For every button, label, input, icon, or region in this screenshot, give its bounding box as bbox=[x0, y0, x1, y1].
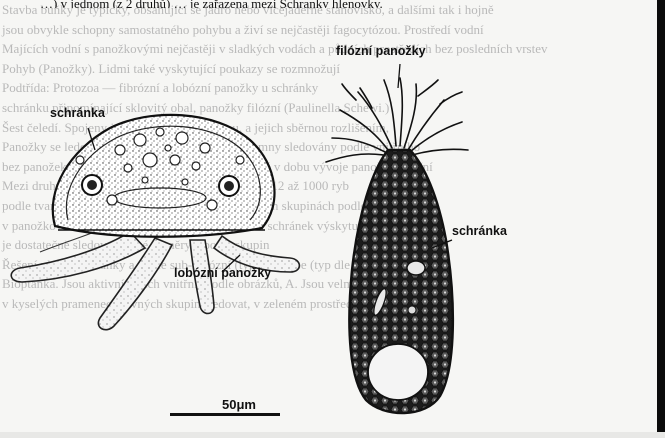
scale-label: 50μm bbox=[222, 397, 256, 412]
scan-bottom-edge bbox=[0, 432, 665, 438]
shell-label-left: schránka bbox=[50, 106, 105, 120]
filose-pseudopodia-label: filózní panožky bbox=[336, 44, 426, 58]
scale-bar bbox=[170, 413, 280, 416]
lobose-pseudopodia-label: lobózní panožky bbox=[174, 266, 271, 280]
right-shell bbox=[349, 150, 453, 413]
scan-right-edge bbox=[657, 0, 665, 438]
shell-label-right: schránka bbox=[452, 224, 507, 238]
left-shell bbox=[53, 115, 275, 237]
